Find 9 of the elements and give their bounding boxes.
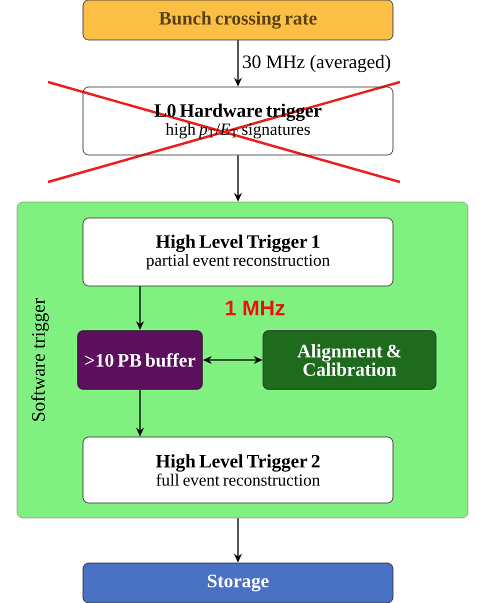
buffer-box: >10 PB buffer [77, 330, 203, 390]
process-box: High Level Trigger 1 partial event reconstruction [82, 218, 394, 286]
source-box: Bunch crossing rate [82, 0, 394, 40]
panel-title: Software trigger [31, 298, 49, 421]
rate-label: 1 MHz [226, 300, 285, 316]
process-box: High Level Trigger 2 full event reconstruction [82, 436, 394, 504]
process-box: Alignment & Calibration [262, 330, 436, 390]
storage-box: Storage [82, 562, 394, 603]
edge-label: 30 MHz (averaged) [243, 54, 390, 72]
